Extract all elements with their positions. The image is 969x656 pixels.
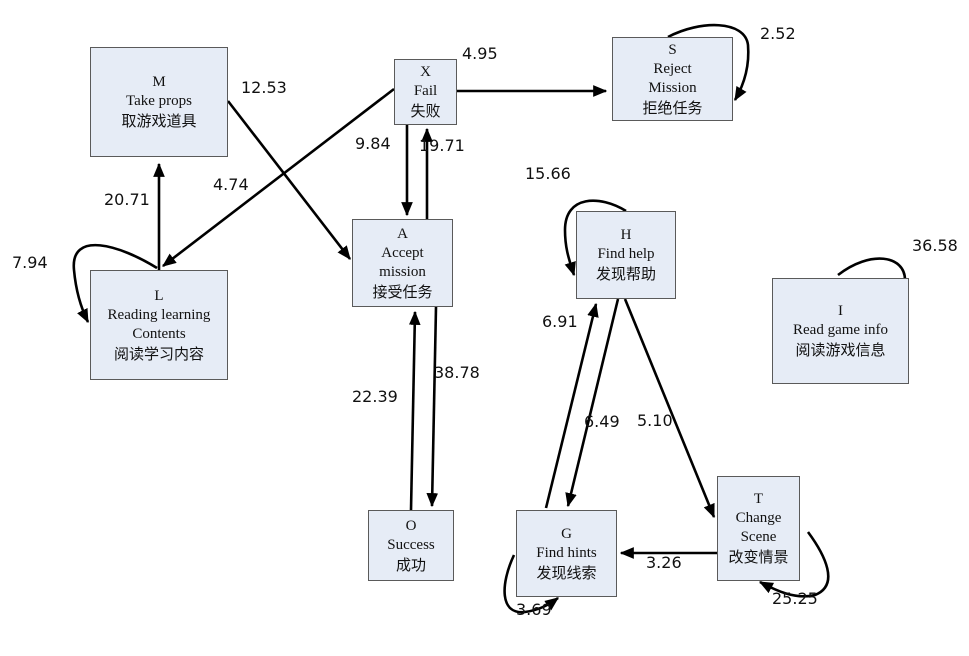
node-chinese-label: 接受任务 [372,282,433,301]
edge-g-to-h [544,302,599,509]
edge-h-to-h [563,199,627,277]
edge-label-t-to-g: 3.26 [646,553,682,572]
node-english-label: Fail [413,83,438,99]
node-english-label: Scene [740,529,777,545]
node-m: M Take props 取游戏道具 [90,47,228,157]
node-id: T [753,491,764,507]
edge-h-to-g [565,298,620,508]
edge-label-t-to-t: 25.25 [772,589,818,608]
edge-t-to-t [758,531,830,598]
edge-label-l-to-m: 20.71 [104,190,150,209]
node-id: M [152,74,166,90]
node-english-label: Success [387,536,435,553]
edge-label-x-to-a: 9.84 [355,134,391,153]
node-english-label: Mission [648,79,697,96]
node-id: G [561,525,572,542]
node-a: A Accept mission 接受任务 [352,219,453,307]
edge-label-x-to-l: 4.74 [213,175,249,194]
node-english-label: Take props [125,93,192,109]
edge-label-m-to-a: 12.53 [241,78,287,97]
edge-label-a-to-o: 38.78 [434,363,480,382]
node-chinese-label: 阅读游戏信息 [795,341,886,359]
node-chinese-label: 成功 [395,555,426,574]
edge-a-to-o [426,306,439,508]
node-english-label: Accept [381,244,424,261]
node-id: S [668,41,677,58]
edge-m-to-a [226,100,352,260]
node-h: H Find help 发现帮助 [576,211,676,299]
edge-label-g-to-h: 6.91 [542,312,578,331]
node-english-label: Change [735,510,782,526]
edge-label-s-to-s: 2.52 [760,24,796,43]
node-id: O [405,517,417,534]
edge-label-h-to-t: 5.10 [637,411,673,430]
edge-label-h-to-g: 6.49 [584,412,620,431]
node-chinese-label: 发现帮助 [595,265,656,283]
node-chinese-label: 改变情景 [728,548,789,566]
node-chinese-label: 拒绝任务 [642,98,703,117]
node-english-label: Find help [597,246,655,262]
edge-label-h-to-h: 15.66 [525,164,571,183]
node-chinese-label: 取游戏道具 [121,112,197,130]
edge-l-to-l [72,243,158,324]
node-english-label: mission [379,263,426,280]
edge-label-l-to-l: 7.94 [12,253,48,272]
node-x: X Fail 失败 [394,59,457,125]
edge-s-to-s [667,23,750,102]
edge-g-to-g [503,554,559,614]
node-english-label: Reading learning [107,306,211,323]
node-chinese-label: 阅读学习内容 [113,344,204,363]
edge-h-to-t [623,298,716,519]
node-id: H [620,227,632,243]
node-i: I Read game info 阅读游戏信息 [772,278,909,384]
node-id: X [420,64,431,80]
node-english-label: Reject [653,60,692,77]
node-chinese-label: 发现线索 [536,563,597,582]
node-g: G Find hints 发现线索 [516,510,617,597]
edge-label-x-to-s: 4.95 [462,44,498,63]
node-english-label: Read game info [793,322,888,338]
edge-label-i-to-i: 36.58 [912,236,958,255]
edge-x-to-l [162,87,395,268]
edge-label-a-to-x: 19.71 [419,136,465,155]
node-id: L [154,287,164,304]
node-id: I [838,303,843,319]
node-o: O Success 成功 [368,510,454,581]
node-chinese-label: 失败 [410,102,441,120]
edge-label-g-to-g: 3.69 [516,600,552,619]
edge-o-to-a [408,310,421,511]
edge-label-o-to-a: 22.39 [352,387,398,406]
node-id: A [397,225,408,242]
node-english-label: Contents [132,325,186,342]
node-english-label: Find hints [536,544,597,561]
